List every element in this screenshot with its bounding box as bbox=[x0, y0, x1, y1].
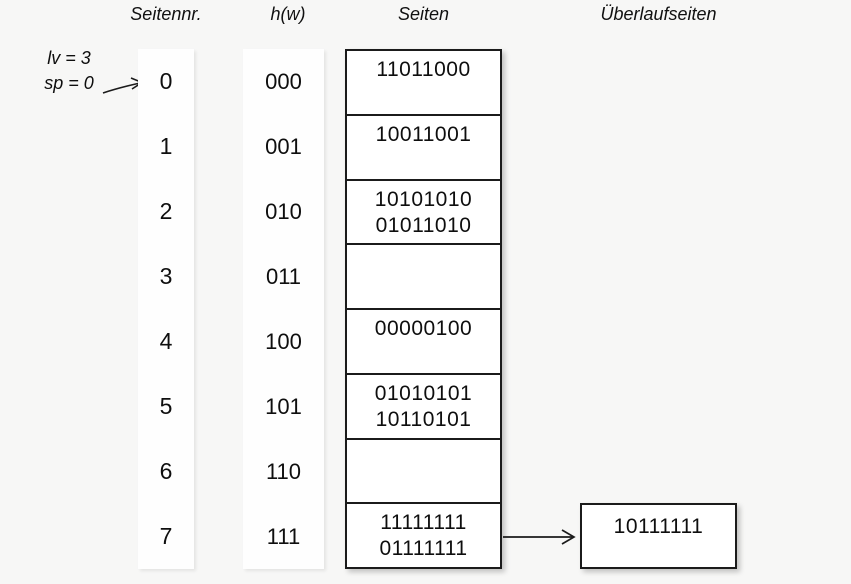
page-number: 1 bbox=[159, 133, 173, 159]
level-label: lv = 3 bbox=[47, 48, 91, 68]
record: 01111111 bbox=[379, 537, 468, 561]
record bbox=[347, 472, 500, 498]
bucket-1: 10011001 bbox=[347, 116, 500, 181]
page-number-column: 0 1 2 3 4 5 6 7 bbox=[138, 49, 194, 569]
hash-value: 000 bbox=[265, 68, 302, 94]
hash-value: 101 bbox=[265, 393, 302, 419]
record: 11011000 bbox=[376, 58, 471, 81]
page-number: 0 bbox=[159, 68, 173, 94]
record: 11111111 bbox=[380, 511, 467, 535]
hash-value-column: 000 001 010 011 100 101 110 111 bbox=[243, 49, 324, 569]
hash-value: 111 bbox=[266, 523, 301, 549]
record: 10110101 bbox=[375, 407, 472, 431]
bucket-2: 10101010 01011010 bbox=[347, 181, 500, 246]
hash-value: 110 bbox=[265, 458, 302, 484]
header-pages: Seiten bbox=[397, 4, 450, 24]
record bbox=[347, 446, 500, 472]
record: 10101010 bbox=[374, 187, 473, 211]
split-pointer-label: sp = 0 bbox=[44, 73, 94, 93]
page-number: 2 bbox=[159, 198, 173, 224]
record bbox=[347, 342, 500, 368]
record bbox=[347, 148, 500, 174]
header-page-number: Seitennr. bbox=[130, 4, 202, 24]
page-number: 5 bbox=[159, 393, 173, 419]
header-overflow-pages: Überlaufseiten bbox=[600, 4, 717, 24]
bucket-7: 11111111 01111111 bbox=[347, 504, 500, 567]
arrow-right-icon bbox=[503, 529, 576, 545]
record: 00000100 bbox=[374, 317, 473, 340]
bucket-6 bbox=[347, 440, 500, 505]
page-number: 3 bbox=[159, 263, 173, 289]
pages-box: 11011000 10011001 10101010 01011010 0000… bbox=[345, 49, 502, 569]
record: 10011001 bbox=[375, 122, 472, 146]
overflow-page-box: 10111111 bbox=[580, 503, 737, 569]
record: 01010101 bbox=[374, 381, 473, 405]
bucket-4: 00000100 bbox=[347, 310, 500, 375]
bucket-3 bbox=[347, 245, 500, 310]
hash-value: 001 bbox=[265, 133, 302, 159]
record bbox=[347, 251, 500, 277]
bucket-0: 11011000 bbox=[347, 51, 500, 116]
hash-value: 100 bbox=[265, 328, 302, 354]
hash-value: 010 bbox=[265, 198, 302, 224]
state-annotation: lv = 3 sp = 0 bbox=[19, 46, 119, 96]
record bbox=[347, 277, 500, 303]
overflow-record: 10111111 bbox=[613, 515, 704, 538]
page-number: 6 bbox=[159, 458, 173, 484]
bucket-5: 01010101 10110101 bbox=[347, 375, 500, 440]
page-number: 7 bbox=[159, 523, 173, 549]
hash-value: 011 bbox=[265, 263, 302, 289]
record: 01011010 bbox=[375, 213, 472, 237]
page-number: 4 bbox=[159, 328, 173, 354]
record bbox=[347, 83, 500, 109]
header-hash-function: h(w) bbox=[270, 4, 306, 24]
